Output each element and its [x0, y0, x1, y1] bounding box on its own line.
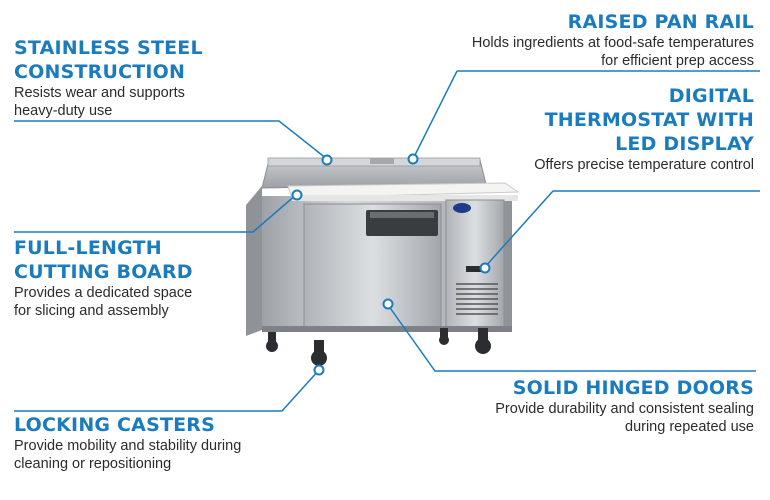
callout-description: Offers precise temperature control	[534, 157, 754, 173]
leader-lines	[14, 70, 760, 412]
vent-grille	[456, 283, 498, 315]
callout-stainless-steel: STAINLESS STEEL CONSTRUCTION Resists wea…	[14, 36, 214, 120]
callout-description: Provide durability and consistent sealin…	[495, 401, 754, 435]
callout-description: Holds ingredients at food-safe temperatu…	[471, 35, 754, 69]
callout-description: Provide mobility and stability during cl…	[14, 438, 242, 472]
callout-title: FULL-LENGTH CUTTING BOARD	[14, 237, 193, 283]
callout-title: STAINLESS STEEL CONSTRUCTION	[14, 37, 203, 83]
callout-title: DIGITAL THERMOSTAT WITH LED DISPLAY	[544, 85, 754, 155]
leader-dots	[291, 153, 491, 376]
cabinet	[246, 157, 520, 336]
callout-title: LOCKING CASTERS	[14, 414, 216, 436]
brand-badge-icon	[453, 203, 471, 213]
callout-title: RAISED PAN RAIL	[567, 11, 754, 33]
callout-locking-casters: LOCKING CASTERS Provide mobility and sta…	[14, 413, 254, 473]
callout-title: SOLID HINGED DOORS	[512, 377, 754, 399]
callout-hinged-doors: SOLID HINGED DOORS Provide durability an…	[454, 376, 754, 436]
callout-description: Provides a dedicated space for slicing a…	[14, 285, 193, 319]
casters	[266, 328, 491, 366]
callout-cutting-board: FULL-LENGTH CUTTING BOARD Provides a ded…	[14, 236, 194, 320]
led-display	[466, 266, 486, 272]
callout-thermostat: DIGITAL THERMOSTAT WITH LED DISPLAY Offe…	[534, 84, 754, 174]
callout-pan-rail: RAISED PAN RAIL Holds ingredients at foo…	[454, 10, 754, 70]
callout-description: Resists wear and supports heavy-duty use	[14, 85, 185, 119]
